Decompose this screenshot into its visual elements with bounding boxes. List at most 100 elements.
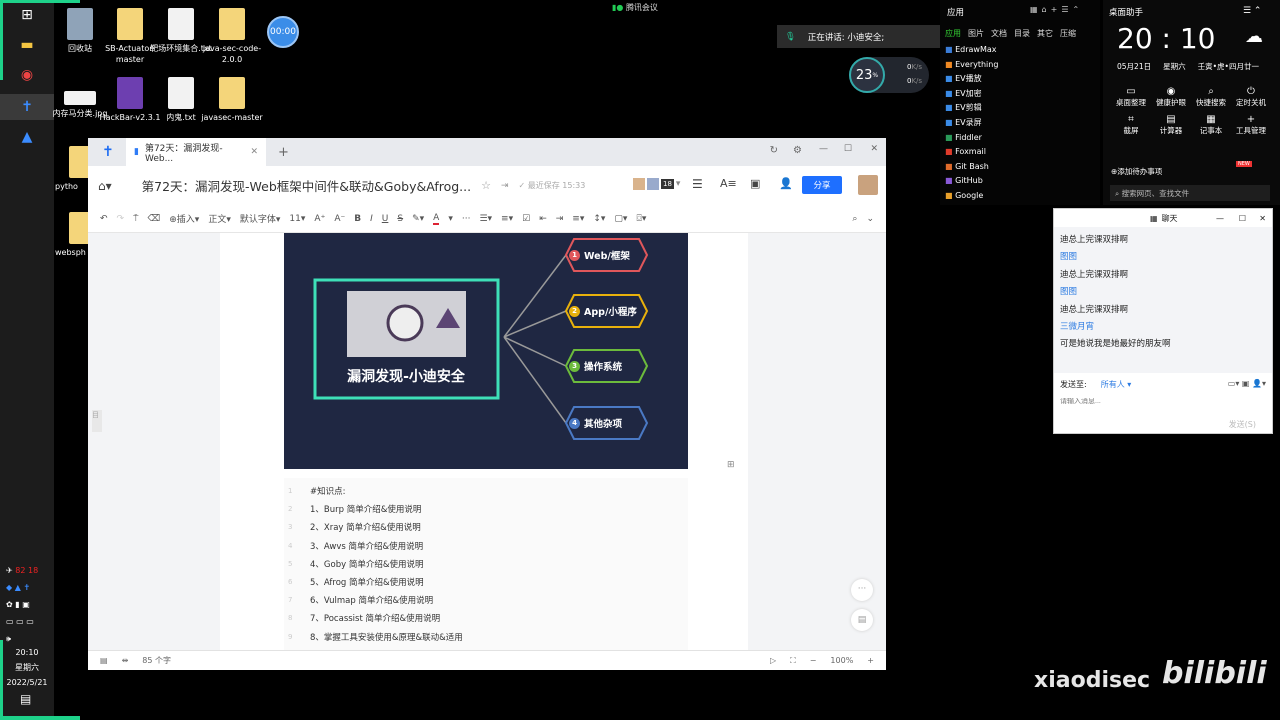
format-painter-icon[interactable]: ⍑ [133,213,139,224]
desktop-icon[interactable]: 内鬼.txt [148,77,214,123]
zoom-out-button[interactable]: − [809,656,817,665]
desktop-icon-recycle-bin[interactable]: 回收站 [47,8,113,54]
assistant-tool[interactable]: +工具管理 [1231,114,1271,136]
outline-icon[interactable]: ▤ [100,656,108,665]
add-todo-button[interactable]: ⊕添加待办事项 [1111,167,1163,176]
text-format-icon[interactable]: A≡ [720,177,737,190]
zoom-in-button[interactable]: + [867,656,874,665]
apps-tab[interactable]: 压缩 [1060,29,1076,38]
send-to-select[interactable]: 所有人 ▾ [1100,380,1132,389]
menu-icon[interactable]: ☰ [692,177,703,191]
tencent-docs-taskbar-icon[interactable]: ✝ [0,94,54,120]
italic-icon[interactable]: I [370,213,373,224]
collaborators[interactable]: 18▾ [633,178,680,190]
move-icon[interactable]: ⇥ [500,180,509,191]
app-item[interactable]: ■ Everything [945,59,999,69]
share-button[interactable]: 分享 [802,176,842,194]
apps-tab[interactable]: 应用 [945,29,961,38]
permissions-icon[interactable]: 👤 [779,177,793,190]
app-item[interactable]: ■ Fiddler [945,132,982,142]
cpu-monitor[interactable]: 23% 0K/s 0K/s [849,57,929,93]
page-width-icon[interactable]: ⇹ [121,656,129,665]
cloud-icon[interactable]: ☁ [1245,26,1263,47]
desktop-icon[interactable]: 内存马分类.jpg [47,77,113,119]
app-item[interactable]: ■ Git Bash [945,161,989,171]
volume-icon[interactable]: 🕪 [6,634,12,643]
present-icon[interactable]: ▣ [750,177,761,190]
chat-minimize-button[interactable]: — [1216,213,1224,223]
windows-start-icon[interactable]: ⊞ [21,7,33,23]
tencent-docs-logo-icon[interactable]: ✝ [102,144,114,160]
assistant-search[interactable]: ⌕ 搜索网页、查找文件 [1110,185,1270,201]
line-spacing-icon[interactable]: ↕▾ [593,213,606,224]
apps-tab[interactable]: 文档 [991,29,1007,38]
increase-font-icon[interactable]: A⁺ [314,213,326,224]
assistant-tool[interactable]: ◉健康护眼 [1151,86,1191,108]
outdent-icon[interactable]: ⇥ [555,213,564,224]
tray-shield-icon[interactable]: ◆ ▲ ✝ [6,583,31,592]
file-explorer-icon[interactable]: ▬ [20,37,34,53]
search-icon[interactable]: ⌕ [852,213,858,224]
assistant-tool[interactable]: ⏻定时关机 [1231,86,1271,108]
app-item[interactable]: ■ EV播放 [945,74,982,84]
close-tab-icon[interactable]: ✕ [250,147,258,157]
assistant-tool[interactable]: ▤计算器 [1151,114,1191,136]
numbered-list-icon[interactable]: ≡▾ [501,213,514,224]
app-item[interactable]: ■ Google [945,190,984,200]
apps-tab[interactable]: 目录 [1014,29,1030,38]
meeting-taskbar-icon[interactable]: ▲ [21,129,33,145]
user-avatar[interactable] [858,175,878,195]
notification-icon[interactable]: ▤ [20,692,32,706]
assistant-tool[interactable]: ▭桌面整理 [1111,86,1151,108]
font-size-select[interactable]: 11▾ [289,213,306,224]
chrome-icon[interactable]: ◉ [20,67,34,83]
comment-icon[interactable]: ⊞ [727,460,735,470]
app-item[interactable]: ■ EV加密 [945,88,982,98]
indent-icon[interactable]: ⇤ [539,213,547,224]
highlight-icon[interactable]: ✎▾ [412,213,425,224]
tray-mic-icon[interactable]: ✿ ▮ ▣ [6,600,30,609]
undo-icon[interactable]: ↶ [100,213,108,224]
font-select[interactable]: 默认字体▾ [239,215,281,225]
apps-panel-controls[interactable]: ▦⌂+☰⌃ [1030,5,1084,14]
tray-network-icon[interactable]: ▭ ▭ ▭ [6,617,34,626]
decrease-font-icon[interactable]: A⁻ [334,213,346,224]
clear-format-icon[interactable]: ⌫ [147,213,161,224]
notes-button[interactable]: ▤ [851,609,873,631]
settings-icon[interactable]: ⚙ [793,145,802,156]
underline-icon[interactable]: U [381,213,389,224]
desktop-icon[interactable]: java-sec-code-2.0.0 [199,8,265,65]
play-icon[interactable]: ▷ [769,656,777,665]
refresh-icon[interactable]: ↻ [769,145,778,156]
timer-widget[interactable]: 00:00 [267,16,299,48]
app-item[interactable]: ■ GitHub [945,176,983,186]
apps-tab[interactable]: 其它 [1037,29,1053,38]
redo-icon[interactable]: ↷ [116,213,125,224]
outline-toggle[interactable]: 目 [92,410,102,432]
chat-maximize-button[interactable]: ☐ [1238,213,1246,223]
close-window-button[interactable]: ✕ [870,144,878,154]
app-item[interactable]: ■ EV剪辑 [945,103,982,113]
more-icon[interactable]: ··· [461,213,471,224]
more-options-button[interactable]: ··· [851,579,873,601]
desktop-icon[interactable]: 靶场环境集合.txt [148,8,214,54]
desktop-icon[interactable]: SB-Actuator-master [97,8,163,65]
chat-close-button[interactable]: ✕ [1259,213,1266,223]
chat-input[interactable] [1060,398,1260,405]
clock[interactable]: 20:10 星期六 2022/5/21 [6,648,48,687]
assistant-tool[interactable]: ⌕快捷搜索 [1191,86,1231,108]
tab-document[interactable]: ▮第72天：漏洞发现-Web...✕ [126,138,266,166]
mindmap-image[interactable] [284,233,688,469]
fullscreen-icon[interactable]: ⛶ [790,655,796,665]
word-count[interactable]: 85 个字 [142,656,171,665]
new-tab-button[interactable]: + [278,144,289,160]
meeting-indicator[interactable]: ▮● 腾讯会议 [612,3,658,12]
bullet-list-icon[interactable]: ☰▾ [479,213,493,224]
align-icon[interactable]: ≡▾ [572,213,585,224]
app-item[interactable]: ■ Foxmail [945,147,986,157]
insert-button[interactable]: ⊕插入▾ [169,215,200,225]
app-item[interactable]: ■ EdrawMax [945,45,997,54]
checklist-icon[interactable]: ☑ [522,213,531,224]
maximize-button[interactable]: ☐ [843,144,852,154]
bold-icon[interactable]: B [354,213,362,224]
